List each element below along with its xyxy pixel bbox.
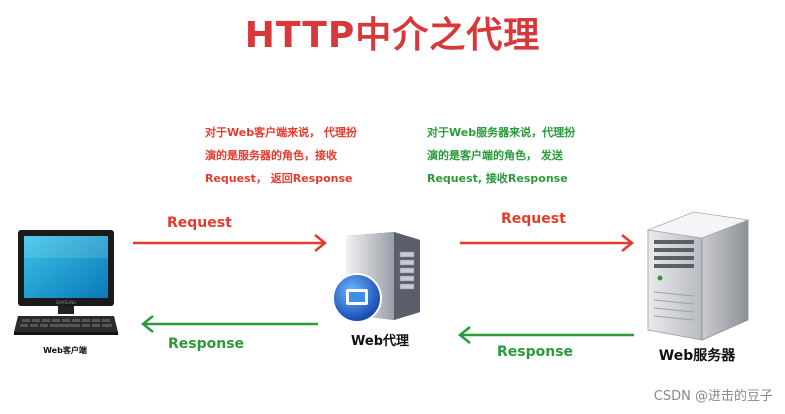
- monitor-brand-text: SAMSUNG: [56, 300, 76, 305]
- watermark: CSDN @进击的豆子: [653, 389, 773, 404]
- proxy-server-icon: [332, 232, 420, 323]
- server-label: Web服务器: [658, 348, 736, 364]
- description-line: 对于Web服务器来说，代理扮: [427, 126, 576, 139]
- page-title: HTTP中介之代理: [244, 15, 541, 56]
- description-line: 演的是服务器的角色，接收: [205, 149, 337, 162]
- response-label-server-to-proxy: Response: [497, 344, 574, 360]
- monitor-icon: SAMSUNG: [14, 230, 118, 335]
- response-label-proxy-to-client: Response: [168, 336, 245, 352]
- request-label-proxy-to-server: Request: [501, 211, 566, 227]
- description-line: 对于Web客户端来说， 代理扮: [205, 126, 357, 139]
- client-perspective-description: 对于Web客户端来说， 代理扮 演的是服务器的角色，接收 Request， 返回…: [205, 121, 357, 190]
- server-perspective-description: 对于Web服务器来说，代理扮 演的是客户端的角色， 发送 Request, 接收…: [427, 121, 575, 190]
- description-line: Request， 返回Response: [205, 172, 353, 185]
- proxy-label: Web代理: [351, 334, 409, 349]
- description-line: 演的是客户端的角色， 发送: [427, 149, 563, 162]
- server-tower-icon: [646, 211, 750, 341]
- description-line: Request, 接收Response: [427, 172, 568, 185]
- request-label-client-to-proxy: Request: [167, 215, 232, 231]
- client-label: Web客户端: [43, 346, 87, 355]
